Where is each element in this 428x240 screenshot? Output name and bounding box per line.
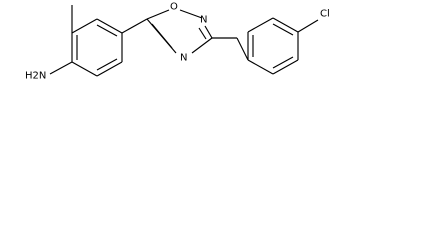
chlorophenyl-ring (247, 17, 299, 75)
bond-a5-a6 (96, 61, 123, 77)
bond-aryl-link (121, 18, 148, 34)
chlorine-label: Cl (320, 9, 330, 20)
bond-chlorine (297, 19, 319, 33)
bond-a3-a4-inner (96, 24, 118, 37)
bond-ch2-aryl (236, 37, 249, 61)
bond-b6-b1 (247, 59, 274, 75)
bond-a6-a1 (71, 61, 98, 77)
bond-n2-c3-inner (198, 27, 207, 40)
bond-b5-b6-inner (272, 56, 294, 69)
bond-a5-a6-inner (96, 58, 118, 71)
bond-c3-n4 (191, 37, 213, 54)
molecule-structure-diagram: H2N O N N Cl (25, 2, 330, 82)
bond-b3-b4 (272, 17, 299, 33)
ring-nitrogen-top-label: N (200, 15, 207, 26)
bond-n2-c3 (204, 25, 213, 39)
bond-a3-a4 (96, 18, 123, 34)
bond-amine (49, 61, 73, 75)
bond-b2-b3 (247, 17, 274, 33)
oxygen-label: O (170, 2, 178, 13)
aniline-ring (71, 18, 123, 77)
bond-b5-b6 (272, 59, 299, 75)
bond-c5-o1 (146, 9, 170, 20)
oxadiazole-ring (146, 9, 213, 54)
bond-o1-n2 (179, 9, 203, 19)
ring-nitrogen-bottom-label: N (180, 53, 187, 64)
bond-b3-b4-inner (272, 23, 294, 36)
bond-a2-a3 (71, 18, 98, 34)
amine-label: H2N (25, 71, 46, 82)
bond-n4-c5-inner (151, 23, 173, 49)
